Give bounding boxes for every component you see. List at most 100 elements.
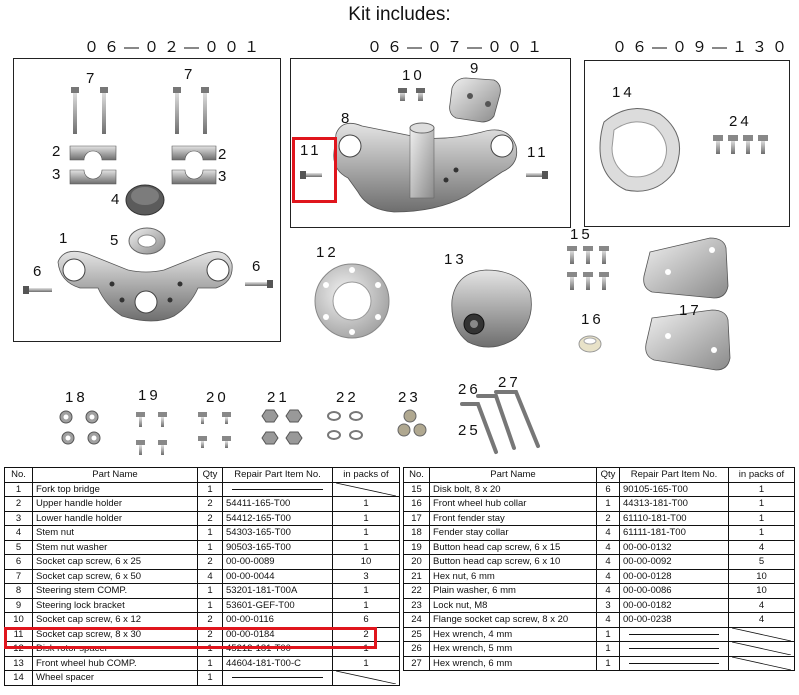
bolt-7-right-pair bbox=[173, 87, 209, 134]
parts-illustration bbox=[23, 77, 768, 455]
callout-1: 1 bbox=[59, 230, 71, 247]
callout-3a: 3 bbox=[52, 166, 64, 183]
packs-not-available bbox=[332, 481, 400, 497]
col-header-item: Repair Part Item No. bbox=[619, 467, 729, 483]
col-header-packs: in packs of bbox=[728, 467, 795, 483]
callout-8: 8 bbox=[341, 110, 353, 127]
handle-holders-right bbox=[171, 145, 217, 185]
callout-5: 5 bbox=[110, 232, 122, 249]
callout-20: 20 bbox=[206, 389, 229, 406]
callout-11b: 11 bbox=[527, 144, 549, 161]
screws-10 bbox=[398, 88, 425, 101]
item-not-available bbox=[222, 481, 333, 497]
parts-table-right: No. Part Name Qty Repair Part Item No. i… bbox=[403, 467, 795, 671]
parts-table-left: No. Part Name Qty Repair Part Item No. i… bbox=[4, 467, 400, 686]
callout-3b: 3 bbox=[218, 168, 230, 185]
callout-7b: 7 bbox=[184, 66, 196, 83]
callout-2b: 2 bbox=[218, 146, 230, 163]
callout-2a: 2 bbox=[52, 143, 64, 160]
item-not-available bbox=[619, 655, 729, 671]
col-header-no: No. bbox=[403, 467, 430, 483]
item-not-available bbox=[619, 626, 729, 642]
col-header-packs: in packs of bbox=[332, 467, 400, 483]
packs-not-available bbox=[332, 670, 400, 686]
item-not-available bbox=[619, 641, 729, 657]
callout-14: 14 bbox=[612, 84, 635, 101]
callout-24: 24 bbox=[729, 113, 752, 130]
callout-16: 16 bbox=[581, 311, 604, 328]
handle-holders-left bbox=[69, 145, 117, 185]
col-header-qty: Qty bbox=[596, 467, 620, 483]
callout-18: 18 bbox=[65, 389, 88, 406]
table-header-row: No. Part Name Qty Repair Part Item No. i… bbox=[403, 467, 795, 483]
callout-27: 27 bbox=[498, 374, 521, 391]
hex-nuts-21 bbox=[261, 409, 303, 445]
washers-22 bbox=[327, 411, 363, 440]
callout-6a: 6 bbox=[33, 263, 45, 280]
callout-25: 25 bbox=[458, 422, 481, 439]
kit-number-1: ０６—０２—００１ bbox=[84, 39, 265, 56]
hex-wrenches bbox=[460, 390, 540, 454]
callout-23: 23 bbox=[398, 389, 421, 406]
callout-7a: 7 bbox=[86, 70, 98, 87]
col-header-qty: Qty bbox=[197, 467, 223, 483]
collars-18 bbox=[59, 410, 101, 445]
callout-10: 10 bbox=[402, 67, 425, 84]
packs-not-available bbox=[728, 641, 795, 657]
callout-11a: 11 bbox=[300, 142, 322, 159]
bolt-7-left-pair bbox=[71, 87, 108, 134]
callout-12: 12 bbox=[316, 244, 339, 261]
callout-4: 4 bbox=[111, 191, 123, 208]
col-header-name: Part Name bbox=[32, 467, 198, 483]
screws-19 bbox=[136, 412, 167, 455]
callout-17: 17 bbox=[679, 302, 702, 319]
kit-number-2: ０６—０７—００１ bbox=[367, 39, 548, 56]
callout-9: 9 bbox=[470, 60, 482, 77]
highlight-row-11 bbox=[4, 627, 377, 649]
item-not-available bbox=[222, 670, 333, 686]
lock-nuts-23 bbox=[397, 409, 427, 437]
packs-not-available bbox=[728, 655, 795, 671]
callout-21: 21 bbox=[267, 389, 290, 406]
callout-26: 26 bbox=[458, 381, 481, 398]
col-header-item: Repair Part Item No. bbox=[222, 467, 333, 483]
col-header-name: Part Name bbox=[429, 467, 597, 483]
highlight-part-11 bbox=[292, 137, 337, 203]
disk-bolts-15 bbox=[567, 246, 609, 290]
screws-20 bbox=[198, 412, 231, 448]
table-header-row: No. Part Name Qty Repair Part Item No. i… bbox=[4, 467, 400, 483]
packs-not-available bbox=[728, 626, 795, 642]
callout-15: 15 bbox=[570, 226, 593, 243]
callout-13: 13 bbox=[444, 251, 467, 268]
col-header-no: No. bbox=[4, 467, 33, 483]
callout-6b: 6 bbox=[252, 258, 264, 275]
screws-24 bbox=[713, 135, 768, 154]
page-title: Kit includes: bbox=[348, 4, 451, 25]
callout-19: 19 bbox=[138, 387, 161, 404]
